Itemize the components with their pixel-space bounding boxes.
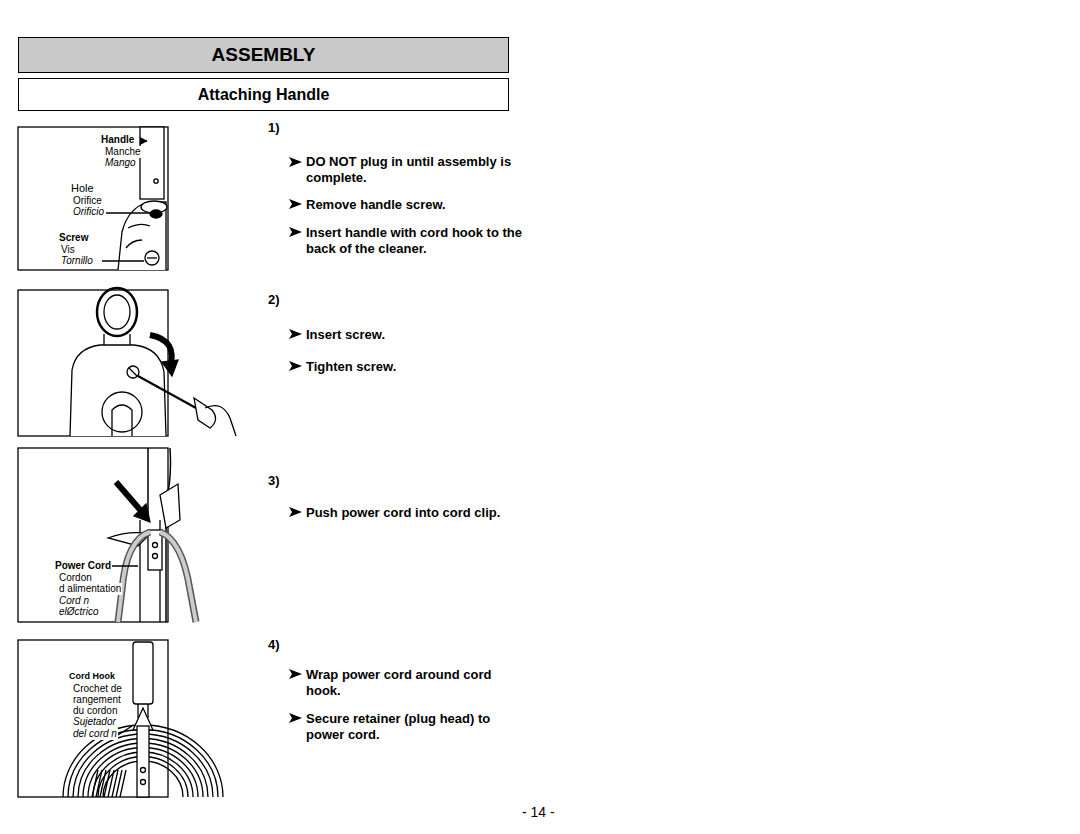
part-name-fr: Orifice — [72, 195, 103, 207]
step-text: Secure retainer (plug head) to power cor… — [306, 711, 524, 742]
section-title-bar: ASSEMBLY — [18, 37, 509, 73]
step-text: Tighten screw. — [306, 359, 524, 375]
step-number: 4) — [268, 638, 280, 653]
step-number: 1) — [268, 121, 280, 136]
part-name-es: Cord n — [58, 595, 90, 607]
part-name-fr: d alimentation — [58, 583, 122, 595]
cord-coil — [120, 770, 126, 797]
cord-coil — [63, 725, 223, 797]
screw-tighten-figure — [70, 288, 236, 436]
part-name: Hole — [70, 182, 95, 195]
step-text: Wrap power cord around cord hook. — [306, 667, 524, 698]
step-text: DO NOT plug in until assembly is complet… — [306, 154, 524, 185]
step-text: Remove handle screw. — [306, 197, 524, 213]
handle-insert-figure — [102, 127, 167, 270]
part-name-fr: du cordon — [72, 705, 118, 717]
part-name-fr: Vis — [60, 244, 76, 256]
part-name: Cord Hook — [68, 671, 116, 681]
panel-frame — [18, 290, 168, 436]
part-name-fr: rangement — [72, 694, 122, 706]
subsection-box: Attaching Handle — [18, 78, 509, 111]
part-name: Screw — [58, 232, 89, 244]
part-name-fr: Manche — [104, 146, 142, 158]
part-name-fr: Crochet de — [72, 683, 123, 695]
panel-frame — [18, 640, 168, 797]
step-number: 3) — [268, 474, 280, 489]
part-name-es: Mango — [104, 157, 137, 169]
cord-clip-figure — [105, 448, 196, 622]
part-name: Handle — [100, 134, 135, 146]
part-name-es: elØctrico — [58, 606, 99, 618]
step-text: Push power cord into cord clip. — [306, 505, 524, 521]
bullet-arrows — [289, 157, 302, 723]
panel-frame — [18, 127, 168, 270]
section-title: ASSEMBLY — [212, 44, 316, 66]
part-name-es: Orificio — [72, 206, 105, 218]
page-number: - 14 - — [522, 804, 555, 820]
step-number: 2) — [268, 293, 280, 308]
subsection-title: Attaching Handle — [198, 86, 330, 104]
part-name-es: Tornillo — [60, 255, 94, 267]
panel-frame — [18, 448, 168, 622]
part-name-es: del cord n — [72, 728, 118, 740]
cord-hook-figure — [63, 642, 223, 797]
part-name-fr: Cordon — [58, 572, 93, 584]
step-text: Insert handle with cord hook to the back… — [306, 225, 524, 256]
part-name: Power Cord — [54, 560, 112, 572]
step-text: Insert screw. — [306, 327, 524, 343]
part-name-es: Sujetador — [72, 716, 117, 728]
